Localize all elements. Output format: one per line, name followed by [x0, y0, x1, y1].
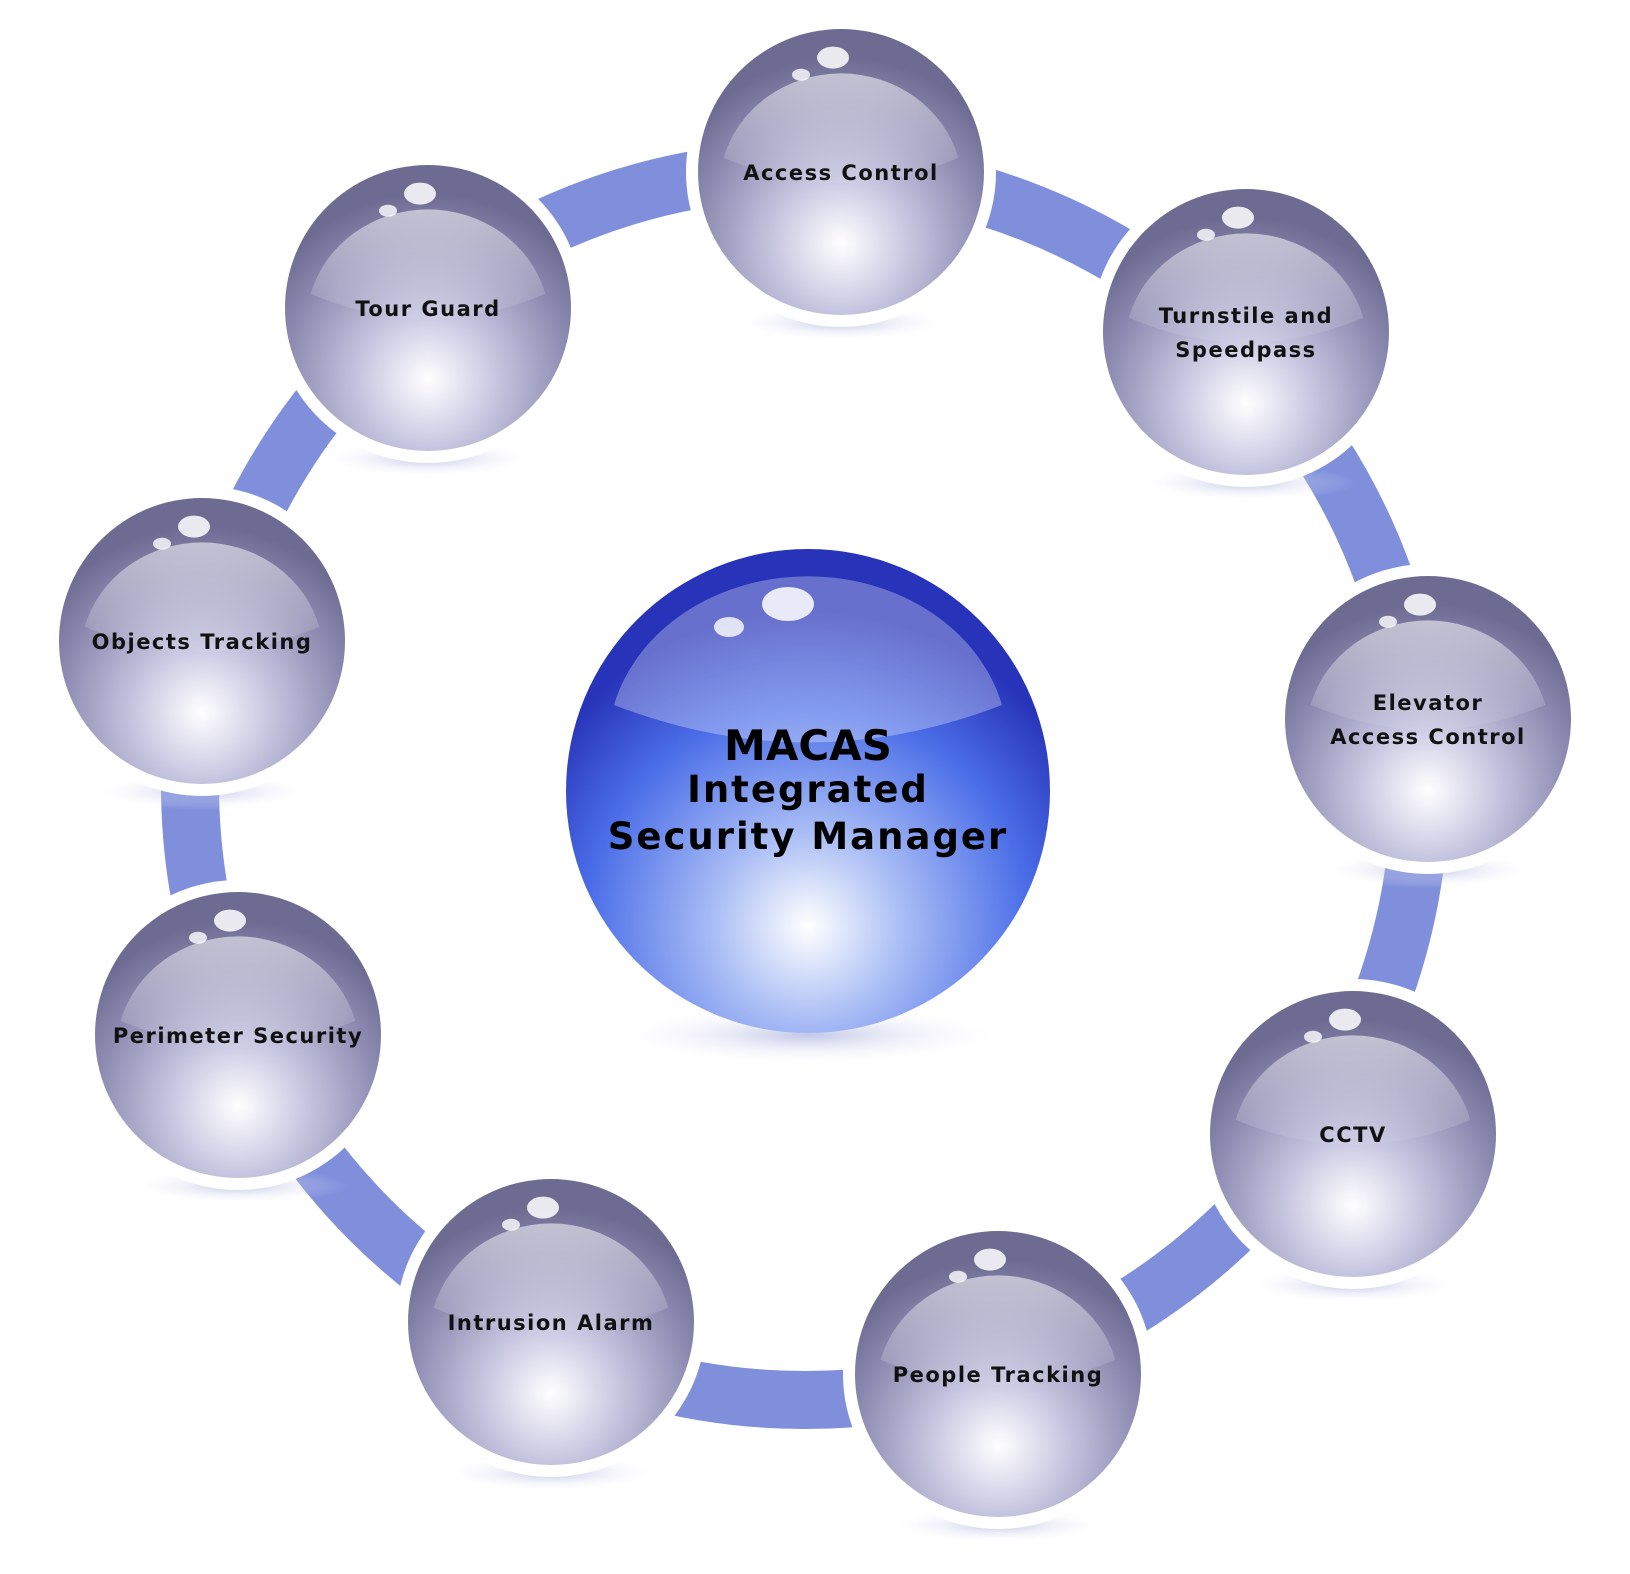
node-gloss	[310, 209, 546, 319]
highlight-icon	[153, 537, 171, 550]
node-label: Access Control	[743, 161, 939, 185]
highlight-icon	[214, 909, 246, 932]
node-gloss	[120, 936, 356, 1046]
center-highlight-icon	[714, 617, 744, 637]
node-objects-tracking[interactable]: Objects Tracking	[47, 486, 357, 810]
highlight-icon	[189, 931, 207, 944]
highlight-icon	[1404, 593, 1436, 616]
highlight-icon	[1222, 206, 1254, 229]
center-sphere[interactable]: MACAS Integrated Security Manager	[566, 549, 1050, 1065]
center-subtitle: Integrated	[687, 768, 929, 811]
highlight-icon	[792, 68, 810, 81]
center-highlight-icon	[762, 587, 814, 621]
center-gloss	[614, 576, 1002, 743]
node-gloss	[1235, 1035, 1471, 1145]
node-people-tracking[interactable]: People Tracking	[843, 1219, 1153, 1543]
highlight-icon	[178, 515, 210, 538]
node-gloss	[880, 1275, 1116, 1385]
highlight-icon	[1379, 615, 1397, 628]
node-access-control[interactable]: Access Control	[686, 17, 996, 341]
node-gloss	[433, 1223, 669, 1333]
node-label: Perimeter Security	[113, 1024, 363, 1048]
node-label: Access Control	[1330, 725, 1526, 749]
node-label: Tour Guard	[355, 297, 500, 321]
node-label: Speedpass	[1175, 338, 1316, 362]
highlight-icon	[1304, 1030, 1322, 1043]
highlight-icon	[974, 1248, 1006, 1271]
node-label: CCTV	[1319, 1123, 1386, 1147]
node-label: Elevator	[1373, 691, 1483, 715]
center-subtitle-2: Security Manager	[608, 815, 1009, 858]
node-gloss	[84, 542, 320, 652]
node-label: Intrusion Alarm	[448, 1311, 655, 1335]
node-cctv[interactable]: CCTV	[1198, 979, 1508, 1303]
node-intrusion-alarm[interactable]: Intrusion Alarm	[396, 1167, 706, 1491]
node-label: Turnstile and	[1159, 304, 1333, 328]
highlight-icon	[379, 204, 397, 217]
highlight-icon	[1329, 1008, 1361, 1031]
highlight-icon	[502, 1218, 520, 1231]
node-gloss	[723, 73, 959, 183]
center-sphere-body	[566, 549, 1050, 1033]
highlight-icon	[527, 1196, 559, 1219]
node-label: People Tracking	[893, 1363, 1104, 1387]
highlight-icon	[817, 46, 849, 69]
highlight-icon	[949, 1270, 967, 1283]
node-perimeter-security[interactable]: Perimeter Security	[83, 880, 393, 1204]
node-gloss	[1310, 620, 1546, 730]
node-label: Objects Tracking	[92, 630, 313, 654]
highlight-icon	[404, 182, 436, 205]
node-tour-guard[interactable]: Tour Guard	[273, 153, 583, 477]
center-title: MACAS	[724, 721, 892, 770]
node-gloss	[1128, 233, 1364, 343]
highlight-icon	[1197, 228, 1215, 241]
center-shadow	[608, 1005, 1008, 1065]
